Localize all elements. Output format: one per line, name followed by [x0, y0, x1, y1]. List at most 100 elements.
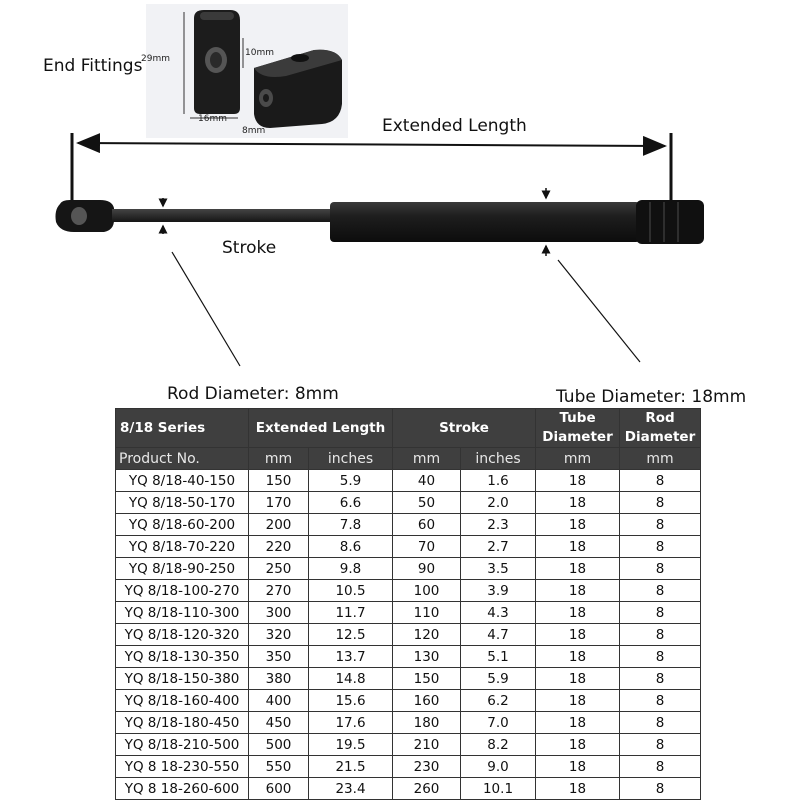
- tube-diameter-cell: 18: [535, 535, 621, 558]
- product-no-cell: YQ 8/18-150-380: [115, 667, 249, 690]
- tube-diameter-cell: 18: [535, 689, 621, 712]
- stroke-mm-cell: 110: [392, 601, 461, 624]
- tube-diameter-label: Tube Diameter: 18mm: [556, 387, 747, 407]
- tube-diameter-cell: 18: [535, 601, 621, 624]
- fitting-width-dim: 16mm: [198, 114, 227, 124]
- extended-inches-cell: 7.8: [308, 513, 393, 536]
- unit-mm: mm: [392, 447, 461, 470]
- tube-diameter-cell: 18: [535, 579, 621, 602]
- stroke-inches-cell: 3.5: [459, 557, 537, 580]
- fitting-thread-dim: 8mm: [242, 126, 266, 136]
- rod-diameter-cell: 8: [619, 645, 702, 668]
- product-no-header: Product No.: [115, 447, 249, 470]
- product-no-cell: YQ 8 18-260-600: [115, 777, 249, 800]
- rod-diameter-header: Rod Diameter: [619, 408, 702, 448]
- product-no-cell: YQ 8/18-130-350: [115, 645, 249, 668]
- extended-mm-cell: 400: [248, 689, 309, 712]
- product-no-cell: YQ 8/18-210-500: [115, 733, 249, 756]
- extended-length-header: Extended Length: [248, 408, 393, 448]
- extended-inches-cell: 14.8: [308, 667, 393, 690]
- stroke-mm-cell: 150: [392, 667, 461, 690]
- stroke-inches-cell: 5.9: [459, 667, 537, 690]
- extended-inches-cell: 5.9: [308, 469, 393, 492]
- stroke-mm-cell: 40: [392, 469, 461, 492]
- rod-diameter-cell: 8: [619, 601, 702, 624]
- tube-diameter-cell: 18: [535, 667, 621, 690]
- gas-strut-drawing: [55, 133, 704, 367]
- product-no-cell: YQ 8/18-40-150: [115, 469, 249, 492]
- stroke-inches-cell: 10.1: [459, 777, 537, 800]
- stroke-label: Stroke: [222, 238, 277, 258]
- end-fittings-label: End Fittings: [43, 56, 143, 76]
- stroke-inches-cell: 8.2: [459, 733, 537, 756]
- extended-inches-cell: 11.7: [308, 601, 393, 624]
- extended-inches-cell: 15.6: [308, 689, 393, 712]
- extended-mm-cell: 550: [248, 755, 309, 778]
- extended-inches-cell: 9.8: [308, 557, 393, 580]
- product-no-cell: YQ 8/18-90-250: [115, 557, 249, 580]
- rod-diameter-cell: 8: [619, 579, 702, 602]
- stroke-mm-cell: 70: [392, 535, 461, 558]
- rod-diameter-cell: 8: [619, 689, 702, 712]
- stroke-inches-cell: 9.0: [459, 755, 537, 778]
- end-fittings-photo: 29mm 16mm 10mm 8mm: [141, 4, 348, 138]
- extended-inches-cell: 8.6: [308, 535, 393, 558]
- extended-inches-cell: 13.7: [308, 645, 393, 668]
- extended-mm-cell: 380: [248, 667, 309, 690]
- extended-inches-cell: 6.6: [308, 491, 393, 514]
- product-no-cell: YQ 8 18-230-550: [115, 755, 249, 778]
- stroke-mm-cell: 90: [392, 557, 461, 580]
- rod-diameter-cell: 8: [619, 711, 702, 734]
- tube-diameter-cell: 18: [535, 755, 621, 778]
- tube-diameter-cell: 18: [535, 469, 621, 492]
- fitting-height-dim: 29mm: [141, 54, 170, 64]
- table-unit-row: Product No. mm inches mm inches mm mm: [115, 447, 702, 470]
- stroke-inches-cell: 3.9: [459, 579, 537, 602]
- fitting-hole-dim: 10mm: [245, 48, 274, 58]
- rod-diameter-cell: 8: [619, 469, 702, 492]
- product-no-cell: YQ 8/18-120-320: [115, 623, 249, 646]
- stroke-header: Stroke: [391, 408, 537, 448]
- end-fittings-drawing: [183, 10, 342, 128]
- rod-diameter-cell: 8: [619, 777, 702, 800]
- stroke-mm-cell: 260: [392, 777, 461, 800]
- rod-diameter-cell: 8: [619, 755, 702, 778]
- extended-inches-cell: 17.6: [308, 711, 393, 734]
- unit-inches: inches: [308, 447, 393, 470]
- stroke-mm-cell: 210: [392, 733, 461, 756]
- rod-diameter-cell: 8: [619, 513, 702, 536]
- tube-diameter-cell: 18: [535, 513, 621, 536]
- rod-diameter-cell: 8: [619, 491, 702, 514]
- stroke-mm-cell: 230: [392, 755, 461, 778]
- tube-diameter-cell: 18: [535, 733, 621, 756]
- extended-mm-cell: 500: [248, 733, 309, 756]
- stroke-mm-cell: 130: [392, 645, 461, 668]
- stroke-mm-cell: 100: [392, 579, 461, 602]
- product-no-cell: YQ 8/18-100-270: [115, 579, 249, 602]
- extended-mm-cell: 600: [248, 777, 309, 800]
- extended-mm-cell: 320: [248, 623, 309, 646]
- rod-diameter-label: Rod Diameter: 8mm: [167, 384, 339, 404]
- stroke-inches-cell: 1.6: [459, 469, 537, 492]
- extended-inches-cell: 21.5: [308, 755, 393, 778]
- extended-mm-cell: 200: [248, 513, 309, 536]
- stroke-inches-cell: 2.3: [459, 513, 537, 536]
- extended-mm-cell: 170: [248, 491, 309, 514]
- extended-mm-cell: 250: [248, 557, 309, 580]
- extended-inches-cell: 10.5: [308, 579, 393, 602]
- table-header-row: 8/18 Series Extended Length Stroke Tube …: [115, 408, 702, 448]
- rod-diameter-cell: 8: [619, 733, 702, 756]
- unit-mm: mm: [619, 447, 702, 470]
- extended-mm-cell: 300: [248, 601, 309, 624]
- tube-diameter-cell: 18: [535, 777, 621, 800]
